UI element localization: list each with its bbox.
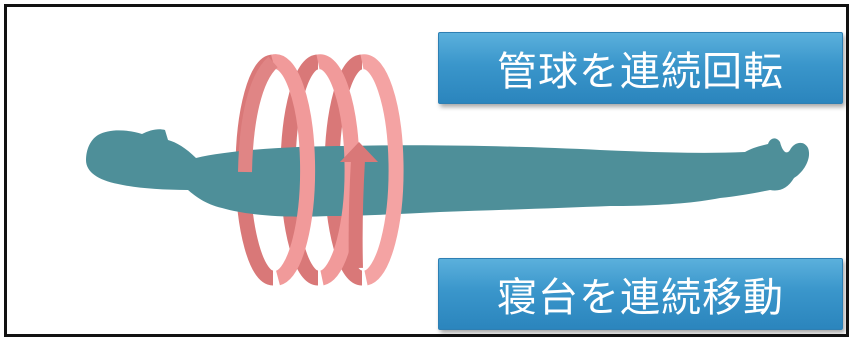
spiral-entry-strand — [238, 56, 279, 173]
tube-rotation-label: 管球を連続回転 — [438, 32, 843, 104]
spiral-front-strands — [238, 54, 404, 286]
spiral-loop-3-front — [360, 54, 404, 286]
table-movement-label: 寝台を連続移動 — [438, 258, 843, 330]
patient-silhouette-icon — [86, 129, 810, 217]
spiral-arrow-head-icon — [340, 142, 378, 162]
spiral-loop-1-front — [271, 54, 316, 286]
spiral-rising-strand — [348, 159, 365, 269]
